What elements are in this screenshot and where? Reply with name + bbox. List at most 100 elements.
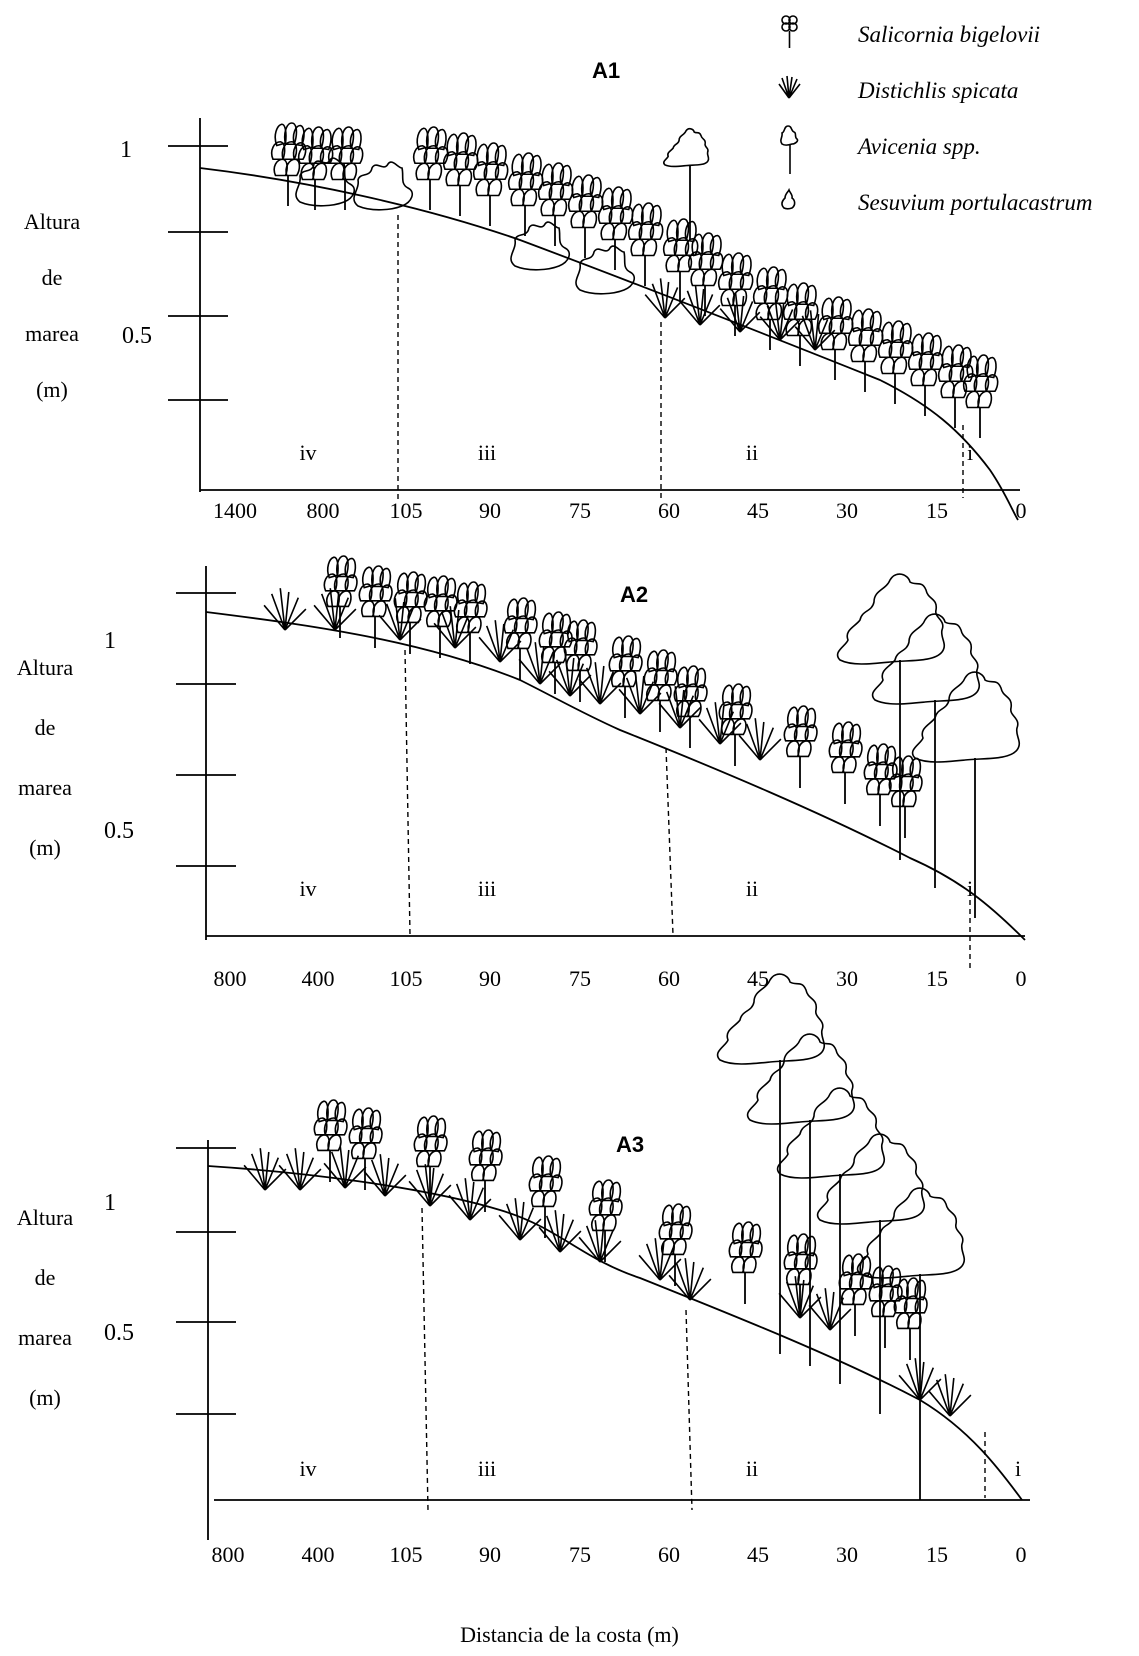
salicornia-plant-icon	[658, 1203, 693, 1256]
salicornia-plant-icon	[888, 755, 923, 808]
y-tick-label: 0.5	[122, 323, 152, 349]
salicornia-plant-icon	[838, 1253, 873, 1306]
salicornia-plant-icon	[528, 1155, 563, 1208]
salicornia-plant-icon	[828, 721, 863, 774]
salicornia-plant-icon	[358, 565, 393, 618]
salicornia-plant-icon	[468, 1129, 503, 1182]
salicornia-plant-icon	[783, 1233, 818, 1286]
x-tick-label: 90	[479, 498, 501, 523]
salicornia-plant-icon	[507, 152, 544, 207]
sesuvium-plant-icon	[353, 161, 414, 211]
salicornia-plant-icon	[413, 1115, 448, 1168]
y-tick-label: 1	[120, 137, 132, 163]
salicornia-plant-icon	[597, 186, 634, 241]
x-tick-label: 105	[389, 1542, 423, 1567]
distichlis-plant-icon	[263, 587, 307, 631]
legend-label: Salicornia bigelovii	[858, 22, 1041, 47]
zone-label: i	[1014, 1456, 1022, 1481]
x-tick-label: 800	[213, 966, 247, 991]
x-tick-label: 45	[747, 1542, 769, 1567]
salicornia-plant-icon	[877, 320, 914, 375]
x-tick-label: 15	[926, 966, 948, 991]
y-tick-label: 1	[104, 628, 116, 654]
zone-boundary-line	[404, 649, 411, 936]
salicornia-plant-icon	[907, 332, 944, 387]
x-axis-title: Distancia de la costa (m)	[460, 1622, 679, 1647]
ground-profile-line	[205, 611, 1026, 941]
salicornia-plant-icon	[313, 1099, 348, 1152]
distichlis-plant-icon	[658, 685, 702, 729]
x-tick-label: 30	[836, 966, 858, 991]
salicornia-plant-icon	[608, 635, 643, 688]
zone-label: ii	[745, 1456, 759, 1481]
salicornia-plant-icon	[847, 308, 884, 363]
x-tick-label: 60	[658, 966, 680, 991]
x-tick-label: 60	[658, 1542, 680, 1567]
distichlis-plant-icon	[679, 284, 721, 326]
zone-label: ii	[745, 876, 759, 901]
avicenia-tree-icon	[856, 1187, 966, 1279]
salicornia-plant-icon	[567, 174, 604, 229]
salicornia-plant-icon	[893, 1277, 928, 1330]
x-tick-label: 15	[926, 1542, 948, 1567]
salicornia-plant-icon	[588, 1179, 623, 1232]
avicenia-tree-icon	[776, 1087, 886, 1179]
avicenia-tree-icon	[716, 973, 826, 1065]
ground-profile-line	[207, 1165, 1023, 1501]
y-tick-label: 0.5	[104, 818, 134, 844]
x-tick-label: 0	[1015, 1542, 1027, 1567]
zone-label: iv	[299, 876, 317, 901]
zone-label: iii	[477, 876, 497, 901]
distichlis-plant-icon	[498, 1197, 542, 1241]
x-tick-label: 60	[658, 498, 680, 523]
distichlis-plant-icon	[808, 1287, 852, 1331]
avicenia-tree-icon	[746, 1033, 856, 1125]
y-tick-label: 0.5	[104, 1320, 134, 1346]
zone-label: iv	[299, 440, 317, 465]
x-tick-label: 0	[1015, 966, 1027, 991]
avicenia-tree-icon	[911, 671, 1021, 763]
panel-title: A1	[592, 58, 621, 83]
x-tick-label: 75	[569, 1542, 591, 1567]
avicenia-tree-icon	[836, 573, 946, 665]
salicornia-plant-icon	[673, 665, 708, 718]
x-tick-label: 800	[306, 498, 340, 523]
y-tick-label: 1	[104, 1190, 116, 1216]
avicenia-icon	[780, 125, 799, 174]
salicornia-icon	[781, 15, 798, 48]
x-tick-label: 90	[479, 966, 501, 991]
distichlis-plant-icon	[363, 1153, 407, 1197]
salicornia-plant-icon	[412, 126, 449, 181]
zone-boundary-line	[665, 747, 674, 936]
salicornia-plant-icon	[728, 1221, 763, 1274]
salicornia-plant-icon	[563, 619, 598, 672]
legend-label: Sesuvium portulacastrum	[858, 190, 1093, 215]
x-tick-label: 30	[836, 498, 858, 523]
panel-title: A2	[620, 582, 649, 607]
x-tick-label: 15	[926, 498, 948, 523]
distichlis-plant-icon	[578, 661, 622, 705]
salicornia-plant-icon	[348, 1107, 383, 1160]
zone-label: i	[966, 440, 974, 465]
x-tick-label: 75	[569, 966, 591, 991]
zone-boundary-line	[685, 1309, 693, 1511]
salicornia-plant-icon	[687, 232, 724, 287]
x-tick-label: 30	[836, 1542, 858, 1567]
x-tick-label: 45	[747, 966, 769, 991]
salicornia-plant-icon	[453, 581, 488, 634]
salicornia-plant-icon	[442, 132, 479, 187]
avicenia-tree-icon	[816, 1133, 926, 1225]
distichlis-icon	[778, 75, 801, 99]
x-tick-label: 400	[301, 966, 335, 991]
zone-label: iii	[477, 1456, 497, 1481]
legend-label: Avicenia spp.	[858, 134, 981, 159]
x-tick-label: 105	[389, 498, 423, 523]
salicornia-plant-icon	[537, 162, 574, 217]
salicornia-plant-icon	[627, 202, 664, 257]
